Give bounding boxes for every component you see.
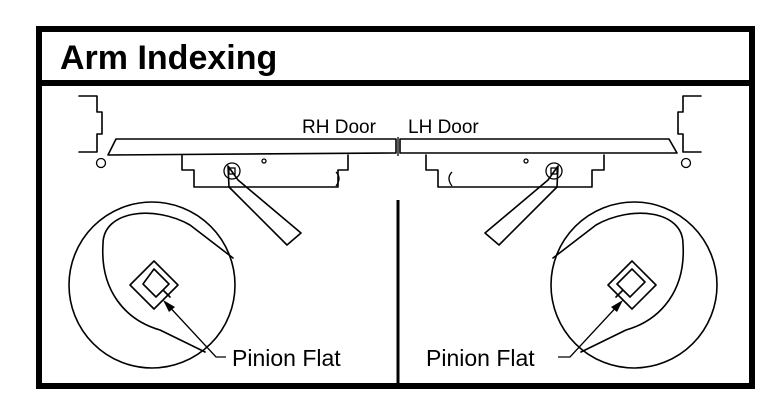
rh-operator-housing bbox=[181, 154, 349, 188]
right-pinion-outer-square bbox=[607, 260, 657, 310]
left-hinge-pivot bbox=[95, 157, 107, 169]
rh-door-label: RH Door bbox=[302, 117, 377, 138]
rh-housing-cap bbox=[335, 171, 340, 187]
right-pinion-flat-square bbox=[615, 268, 646, 298]
left-leader-arrow bbox=[163, 300, 175, 312]
rh-arm-pivot bbox=[223, 162, 241, 180]
right-cam-profile bbox=[552, 212, 684, 353]
left-pinion-flat-square bbox=[142, 268, 171, 298]
rh-arm-pivot-square bbox=[228, 167, 236, 175]
right-pinion-label: Pinion Flat bbox=[426, 345, 535, 371]
rh-door-panel bbox=[107, 138, 397, 156]
right-pinion-leader bbox=[558, 301, 622, 358]
page-title: Arm Indexing bbox=[60, 39, 277, 77]
left-outer-circle bbox=[68, 201, 236, 369]
left-pinion-label: Pinion Flat bbox=[232, 345, 341, 371]
lh-arm-pivot bbox=[545, 162, 563, 180]
lh-operator-housing bbox=[425, 154, 605, 188]
lh-housing-cap bbox=[448, 171, 453, 187]
right-hinge-pivot bbox=[680, 157, 692, 169]
right-door-frame bbox=[677, 95, 702, 153]
lh-arm-pivot-square bbox=[550, 167, 558, 175]
lh-door-panel bbox=[399, 138, 678, 154]
left-cam-profile bbox=[102, 212, 234, 353]
outer-frame bbox=[36, 26, 755, 389]
rh-arm bbox=[227, 165, 302, 246]
rh-housing-screw bbox=[261, 158, 267, 164]
lh-door-label: LH Door bbox=[408, 117, 479, 138]
right-outer-circle bbox=[550, 201, 718, 369]
left-door-frame bbox=[78, 95, 103, 153]
lh-housing-screw bbox=[523, 158, 529, 164]
left-pinion-leader bbox=[164, 301, 226, 358]
left-pinion-outer-square bbox=[129, 260, 179, 310]
lh-arm bbox=[484, 165, 559, 246]
right-leader-arrow bbox=[611, 300, 623, 312]
